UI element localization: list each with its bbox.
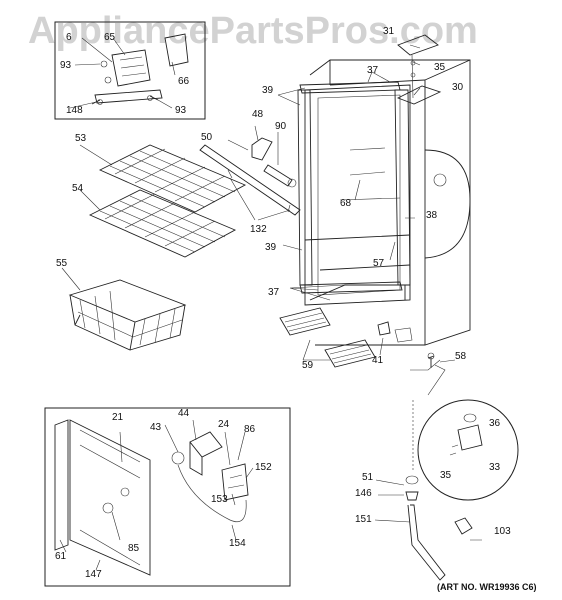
part-label-151: 151	[355, 514, 372, 525]
part-label-48: 48	[252, 109, 264, 120]
part-label-39b: 39	[265, 242, 277, 253]
part-label-61: 61	[55, 551, 67, 562]
part-label-58: 58	[455, 351, 467, 362]
part-label-24: 24	[218, 419, 230, 430]
wire-shelves	[88, 144, 247, 258]
screw-parts	[377, 321, 435, 368]
leveling-and-hose-parts	[374, 400, 482, 581]
part-label-153: 153	[211, 494, 228, 505]
part-label-43: 43	[150, 422, 162, 433]
part-label-65: 65	[104, 32, 116, 43]
part-label-51: 51	[362, 472, 374, 483]
part-label-41: 41	[372, 355, 384, 366]
part-label-50: 50	[201, 132, 213, 143]
part-label-93a: 93	[60, 60, 72, 71]
watermark: AppliancePartsPros.com	[28, 10, 478, 52]
part-label-38: 38	[426, 210, 438, 221]
part-label-86: 86	[244, 424, 256, 435]
part-label-36: 36	[489, 418, 501, 429]
part-label-152: 152	[255, 462, 272, 473]
part-label-85: 85	[128, 543, 140, 554]
freezer-cabinet	[304, 59, 471, 346]
control-housing-inset	[44, 407, 291, 587]
shelf-rail-and-light	[199, 137, 301, 216]
part-label-35b: 35	[440, 470, 452, 481]
part-label-66: 66	[178, 76, 190, 87]
part-label-53: 53	[75, 133, 87, 144]
part-label-93b: 93	[175, 105, 187, 116]
part-label-44: 44	[178, 408, 190, 419]
part-label-57: 57	[373, 258, 385, 269]
part-label-35a: 35	[434, 62, 446, 73]
top-hinge	[396, 34, 442, 105]
part-label-55: 55	[56, 258, 68, 269]
part-label-154: 154	[229, 538, 246, 549]
part-label-6: 6	[66, 32, 72, 43]
leader-lines	[61, 44, 456, 363]
part-label-21: 21	[112, 412, 124, 423]
part-label-54: 54	[72, 183, 84, 194]
wire-basket	[68, 279, 187, 351]
art-number: (ART NO. WR19936 C6)	[437, 582, 537, 592]
part-label-68: 68	[340, 198, 352, 209]
part-label-103: 103	[494, 526, 511, 537]
part-label-31: 31	[383, 26, 395, 37]
part-label-148: 148	[66, 105, 83, 116]
part-label-33: 33	[489, 462, 501, 473]
hinge-detail-magnifier	[410, 359, 519, 501]
part-label-37a: 37	[367, 65, 379, 76]
part-label-132: 132	[250, 224, 267, 235]
bottom-grilles	[279, 307, 376, 368]
part-labels: 6 65 93 66 148 93 31 35 30 37 39 48 90 5…	[55, 26, 537, 592]
door-gasket-strips	[297, 81, 411, 294]
hinge-inset	[54, 21, 206, 120]
part-label-39a: 39	[262, 85, 274, 96]
part-label-37b: 37	[268, 287, 280, 298]
part-label-146: 146	[355, 488, 372, 499]
part-label-147: 147	[85, 569, 102, 580]
part-label-30: 30	[452, 82, 464, 93]
part-label-90: 90	[275, 121, 287, 132]
part-label-59: 59	[302, 360, 314, 371]
